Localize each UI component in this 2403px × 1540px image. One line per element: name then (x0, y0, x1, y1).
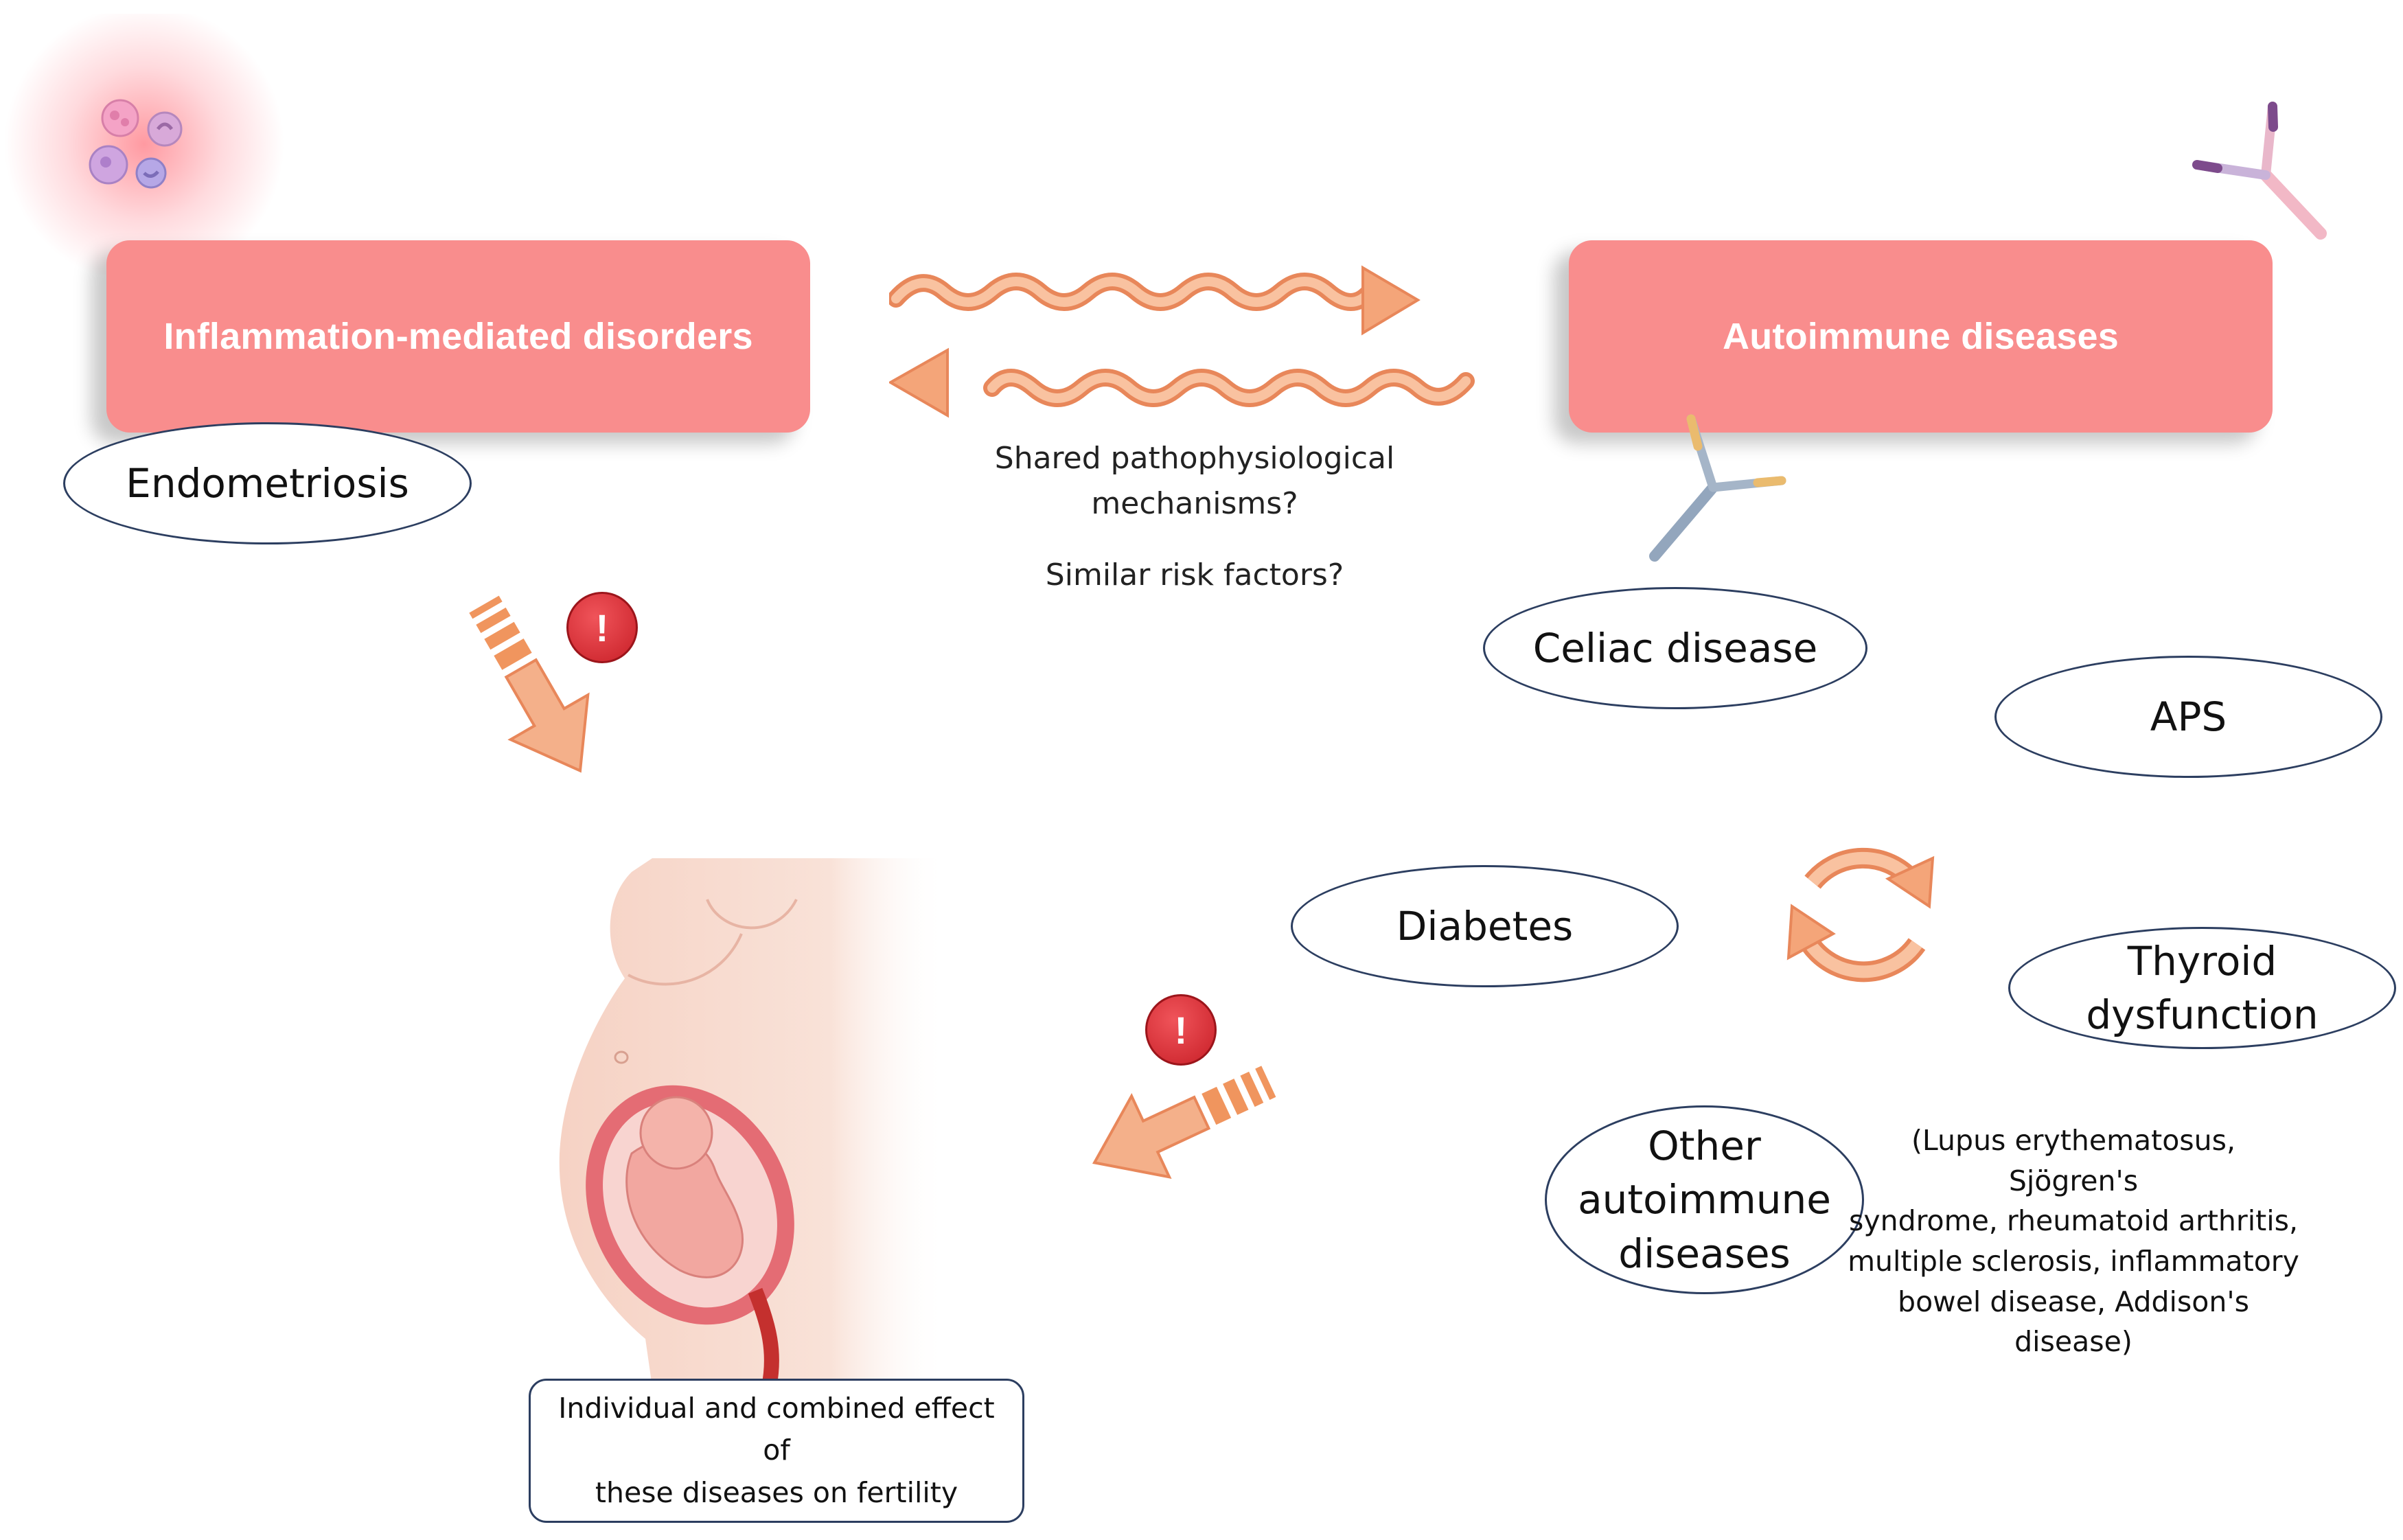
diabetes-label: Diabetes (1396, 902, 1574, 950)
pregnancy-icon (559, 858, 947, 1387)
examples-line1: (Lupus erythematosus, Sjögren's (1911, 1124, 2236, 1197)
wavy-arrow-left-icon (889, 347, 1475, 418)
other-autoimmune-examples: (Lupus erythematosus, Sjögren's syndrome… (1847, 1120, 2300, 1362)
bidirectional-wavy-arrows (889, 265, 1475, 418)
examples-line4: bowel disease, Addison's disease) (1898, 1285, 2249, 1359)
similar-risk-factors-note: Similar risk factors? (1045, 558, 1344, 593)
thyroid-dysfunction-oval: Thyroid dysfunction (2008, 927, 2396, 1049)
immune-cells-icon (89, 99, 183, 189)
antibody-icon (2192, 102, 2327, 240)
examples-line2: syndrome, rheumatoid arthritis, (1848, 1204, 2299, 1238)
alert-icon-symbol: ! (595, 606, 609, 650)
thyroid-label-line1: Thyroid (2127, 937, 2277, 985)
fertility-line2: these diseases on fertility (595, 1475, 958, 1509)
examples-line3: multiple sclerosis, inflammatory (1848, 1244, 2299, 1278)
striped-arrow-icon (469, 595, 590, 773)
celiac-disease-oval: Celiac disease (1483, 587, 1867, 709)
antibody-icon-small (1649, 414, 1786, 562)
immune-cells-glow (0, 14, 288, 275)
autoimmune-diseases-label: Autoimmune diseases (1723, 316, 2119, 357)
autoimmune-diseases-box: Autoimmune diseases (1569, 240, 2273, 433)
shared-mechanisms-note: Shared pathophysiological mechanisms? (920, 436, 1469, 527)
alert-icon: ! (566, 592, 638, 663)
inflammation-disorders-label: Inflammation-mediated disorders (163, 316, 753, 357)
shared-mechanisms-line1: Shared pathophysiological (994, 441, 1395, 476)
shared-mechanisms-line2: mechanisms? (1091, 486, 1298, 521)
other-autoimmune-oval: Other autoimmune diseases (1545, 1105, 1864, 1294)
aps-label: APS (2150, 693, 2227, 740)
diabetes-oval: Diabetes (1291, 865, 1679, 987)
cycle-arrows-icon (1786, 847, 1935, 982)
endometriosis-oval: Endometriosis (63, 422, 472, 544)
endometriosis-label: Endometriosis (126, 459, 409, 507)
aps-oval: APS (1994, 656, 2382, 778)
inflammation-disorders-box: Inflammation-mediated disorders (106, 240, 810, 433)
other-label-line2: autoimmune (1578, 1176, 1831, 1223)
alert-icon-2-symbol: ! (1174, 1008, 1188, 1052)
alert-icon-2: ! (1145, 994, 1217, 1066)
wavy-arrow-right-icon (889, 265, 1421, 336)
other-label-line3: diseases (1618, 1230, 1791, 1277)
other-label-line1: Other (1648, 1123, 1761, 1170)
fertility-line1: Individual and combined effect of (558, 1391, 995, 1467)
striped-arrow-icon-2 (1092, 1066, 1276, 1179)
fertility-effect-box: Individual and combined effect of these … (529, 1379, 1024, 1523)
thyroid-label-line2: dysfunction (2086, 991, 2319, 1038)
celiac-disease-label: Celiac disease (1532, 624, 1818, 671)
